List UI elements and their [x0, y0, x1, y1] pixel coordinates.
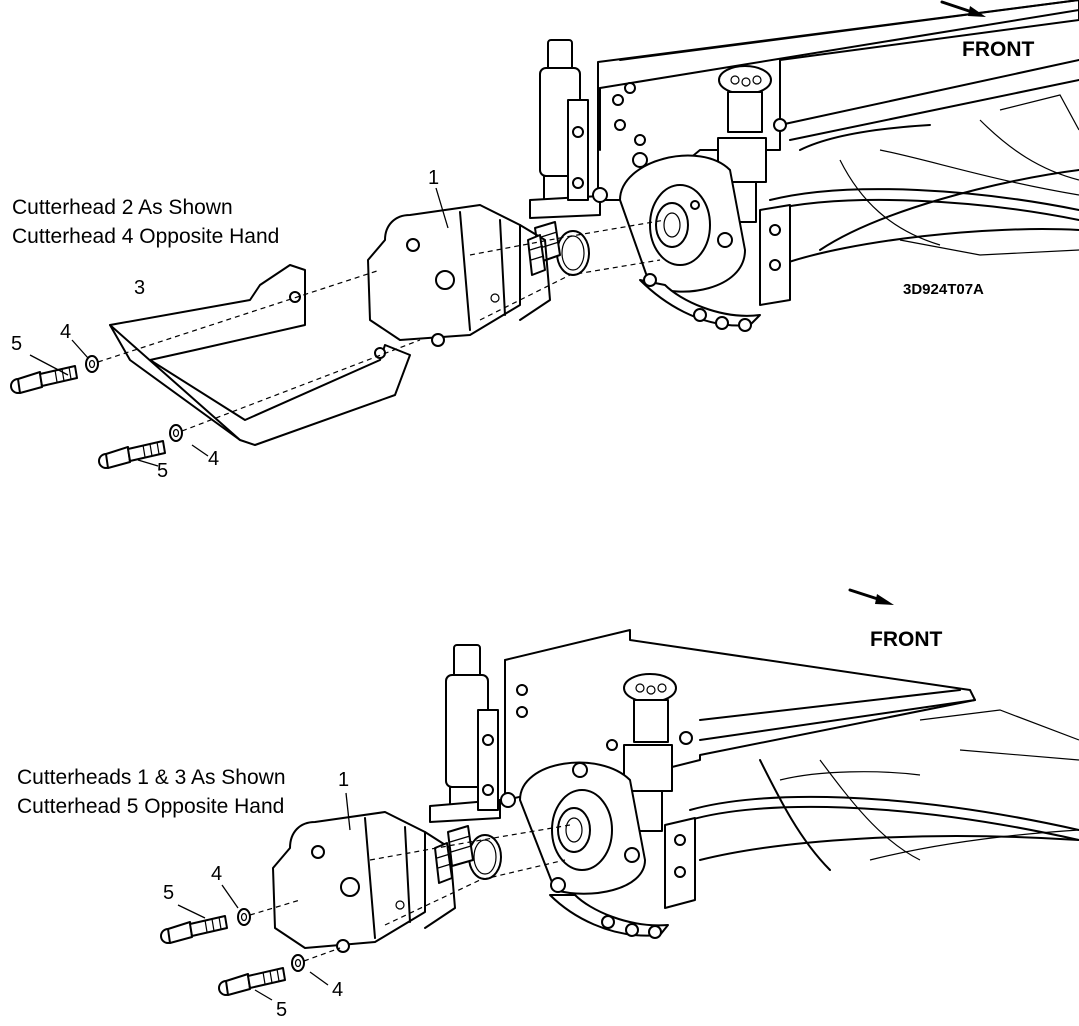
side-plate — [612, 82, 791, 306]
caption-line-2: Cutterhead 4 Opposite Hand — [12, 225, 279, 248]
caption-line-1: Cutterhead 2 As Shown — [12, 196, 233, 219]
callout-4-lower: 4 — [332, 979, 343, 1001]
washer-upper — [237, 908, 251, 926]
leader-lines — [29, 187, 449, 467]
top-assembly: FRONT — [10, 0, 1079, 482]
assembly-centerlines — [249, 824, 571, 962]
height-adjuster-post — [529, 39, 601, 219]
callout-1: 1 — [338, 769, 349, 791]
leader-lines — [177, 792, 351, 1001]
caption-line-2: Cutterhead 5 Opposite Hand — [17, 795, 284, 818]
cutting-unit-frame — [504, 629, 1079, 871]
washer-upper — [85, 355, 99, 373]
callout-5-lower: 5 — [276, 999, 287, 1021]
bearing-housing — [500, 761, 669, 939]
side-plate — [606, 739, 696, 909]
adjuster-knob — [623, 673, 693, 832]
washer-lower — [291, 954, 305, 972]
snap-ring — [468, 834, 502, 880]
motor-shield — [109, 264, 411, 446]
callout-5-upper: 5 — [163, 882, 174, 904]
bearing-housing — [592, 152, 761, 332]
callout-4-lower: 4 — [208, 448, 219, 470]
screw-upper — [10, 365, 78, 394]
callout-5-upper: 5 — [11, 333, 22, 355]
screw-lower — [98, 440, 166, 469]
screw-upper — [160, 915, 228, 944]
hydraulic-motor — [272, 811, 456, 953]
height-adjuster-post — [429, 644, 528, 823]
cutting-unit-frame — [597, 0, 1079, 266]
washer-lower — [169, 424, 183, 442]
hydraulic-motor — [367, 204, 551, 347]
callout-5-lower: 5 — [157, 460, 168, 482]
bottom-assembly: FRONT — [17, 588, 1079, 1021]
front-arrow-icon — [848, 588, 894, 605]
callout-1: 1 — [428, 167, 439, 189]
callout-4-upper: 4 — [211, 863, 222, 885]
assembly-centerlines — [97, 219, 666, 432]
caption-line-1: Cutterheads 1 & 3 As Shown — [17, 766, 286, 789]
callout-3: 3 — [134, 277, 145, 299]
callout-4-upper: 4 — [60, 321, 71, 343]
front-label: FRONT — [962, 38, 1034, 61]
front-label: FRONT — [870, 628, 942, 651]
drawing-code: 3D924T07A — [903, 281, 984, 298]
screw-lower — [218, 967, 286, 996]
